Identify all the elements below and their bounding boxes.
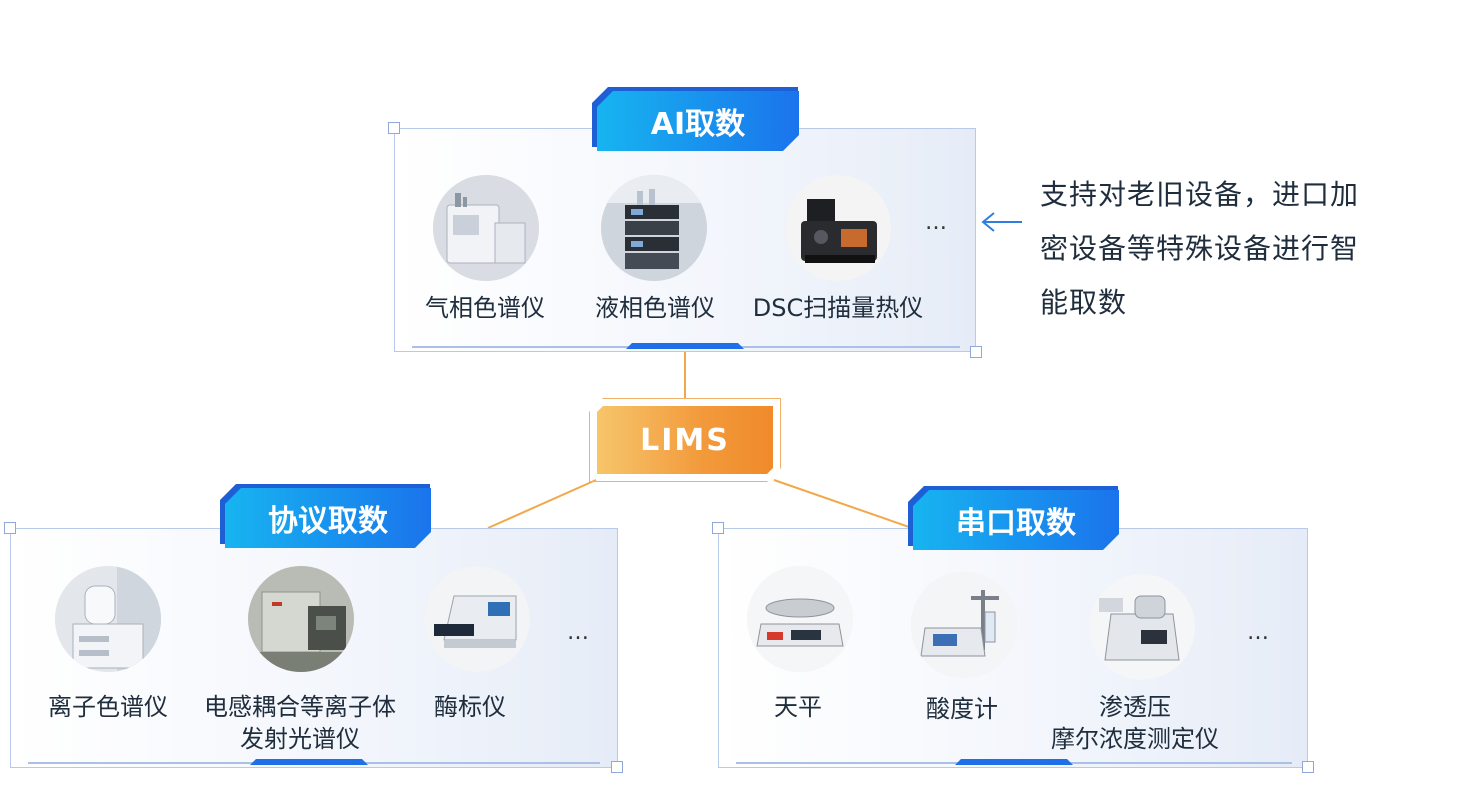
protocol-group-title: 协议取数 bbox=[225, 488, 431, 548]
more-devices-ellipsis: … bbox=[1247, 620, 1270, 645]
device-label: 发射光谱仪 bbox=[240, 725, 360, 753]
balance-image bbox=[747, 566, 853, 672]
arrow-left-icon bbox=[981, 212, 1022, 232]
panel-bottom-accent bbox=[250, 759, 368, 765]
ion-chromatograph-image bbox=[55, 566, 161, 672]
serial-group-title: 串口取数 bbox=[913, 490, 1119, 550]
panel-bottom-accent bbox=[955, 759, 1073, 765]
device-label: 酶标仪 bbox=[434, 693, 506, 721]
corner-marker-icon bbox=[388, 122, 400, 134]
corner-marker-icon bbox=[970, 346, 982, 358]
dsc-calorimeter-image bbox=[785, 175, 891, 281]
device-label: 液相色谱仪 bbox=[595, 294, 715, 322]
more-devices-ellipsis: … bbox=[925, 210, 948, 235]
connector-lims-to-serial bbox=[773, 479, 913, 529]
lims-hub-outline bbox=[589, 398, 781, 482]
ai-group-description: 支持对老旧设备，进口加密设备等特殊设备进行智能取数 bbox=[1040, 178, 1360, 319]
more-devices-ellipsis: … bbox=[567, 620, 590, 645]
corner-marker-icon bbox=[611, 761, 623, 773]
corner-marker-icon bbox=[4, 522, 16, 534]
lims-hub: LIMS bbox=[594, 403, 776, 477]
device-label: DSC扫描量热仪 bbox=[752, 294, 924, 322]
device-label: 离子色谱仪 bbox=[48, 693, 168, 721]
ai-group-title: AI取数 bbox=[597, 91, 799, 151]
osmometer-image bbox=[1089, 574, 1195, 680]
device-label: 渗透压 bbox=[1099, 693, 1171, 721]
icp-spectrometer-image bbox=[248, 566, 354, 672]
panel-bottom-accent bbox=[626, 343, 744, 349]
microplate-reader-image bbox=[424, 566, 530, 672]
device-label: 摩尔浓度测定仪 bbox=[1051, 725, 1219, 753]
device-label: 酸度计 bbox=[926, 695, 998, 723]
corner-marker-icon bbox=[1302, 761, 1314, 773]
gas-chromatograph-image bbox=[433, 175, 539, 281]
liquid-chromatograph-image bbox=[601, 175, 707, 281]
device-label: 气相色谱仪 bbox=[425, 294, 545, 322]
device-label: 电感耦合等离子体 bbox=[204, 693, 396, 721]
corner-marker-icon bbox=[712, 522, 724, 534]
ph-meter-image bbox=[911, 572, 1017, 678]
connector-lims-to-protocol bbox=[487, 479, 597, 529]
device-label: 天平 bbox=[774, 693, 822, 721]
